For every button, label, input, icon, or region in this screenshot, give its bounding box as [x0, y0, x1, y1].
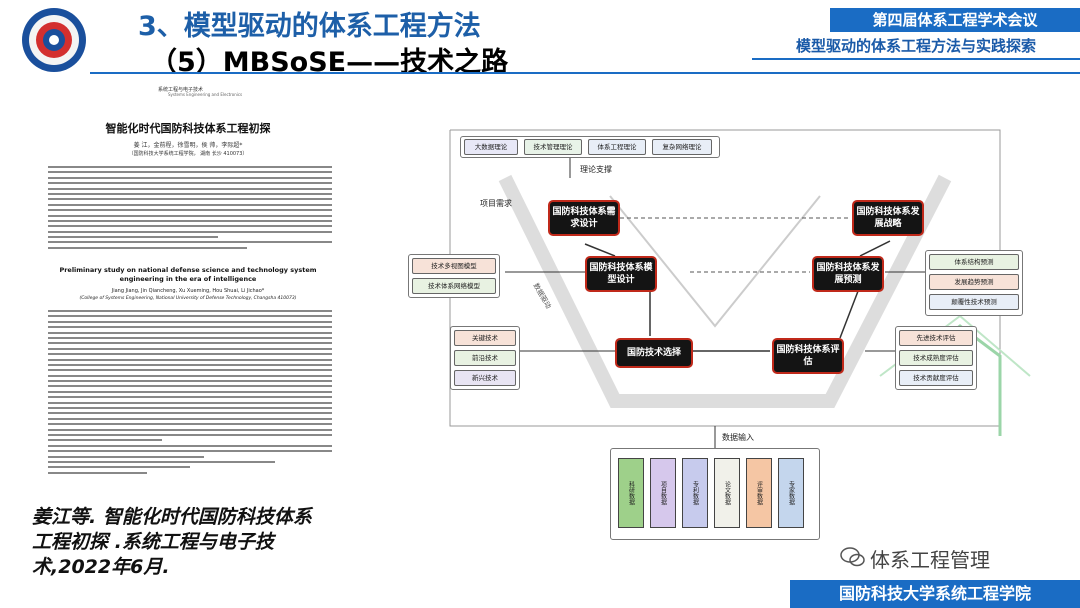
node-requirement-design: 国防科技体系需求设计 — [548, 200, 620, 236]
paper-affiliation-en: (College of Systems Engineering, Nationa… — [79, 296, 297, 301]
technology-item: 关键技术 — [454, 330, 516, 346]
citation-text: 姜江等. 智能化时代国防科技体系工程初探 .系统工程与电子技术,2022年6月. — [32, 506, 312, 578]
journal-name-en: Systems Engineering and Electronics — [168, 92, 243, 97]
paper-authors-cn: 姜 江，金前程，徐雪明，侯 帅，李际超* — [133, 142, 243, 149]
paper-authors-en: Jiang Jiang, Jin Qiancheng, Xu Xueming, … — [111, 288, 265, 294]
data-card: 专利数据 — [682, 458, 708, 528]
paper-title-cn: 智能化时代国防科技体系工程初探 — [105, 122, 271, 135]
wechat-icon — [840, 547, 865, 567]
footer-banner: 国防科技大学系统工程学院 — [790, 580, 1080, 608]
framework-diagram: 大数据理论 技术管理理论 体系工程理论 复杂网络理论 理论支撑 项目需求 国防科… — [400, 126, 1040, 590]
technology-item: 新兴技术 — [454, 370, 516, 386]
university-logo-icon — [22, 8, 86, 72]
data-card: 评审数据 — [746, 458, 772, 528]
journal-name: 系统工程与电子技术 — [158, 87, 204, 93]
header-divider — [90, 72, 1080, 74]
forecast-item: 发展趋势预测 — [929, 274, 1019, 290]
node-evaluation: 国防科技体系评估 — [772, 338, 844, 374]
evaluation-item: 技术贡献度评估 — [899, 370, 973, 386]
evaluation-item: 技术成熟度评估 — [899, 350, 973, 366]
paper-affiliation-cn: （国防科技大学系统工程学院， 湖南 长沙 410073） — [128, 151, 248, 157]
theory-support-label: 理论支撑 — [580, 165, 612, 174]
theory-box: 体系工程理论 — [588, 139, 646, 155]
technology-item: 前沿技术 — [454, 350, 516, 366]
model-item: 技术体系网络模型 — [412, 278, 496, 294]
conference-subtitle: 模型驱动的体系工程方法与实践探索 — [752, 34, 1080, 60]
data-input-label: 数据输入 — [722, 433, 754, 442]
forecast-item: 体系结构预测 — [929, 254, 1019, 270]
node-forecast: 国防科技体系发展预测 — [812, 256, 884, 292]
node-model-design: 国防科技体系模型设计 — [585, 256, 657, 292]
paper-page: 系统工程与电子技术 Systems Engineering and Electr… — [28, 80, 348, 500]
theory-box: 复杂网络理论 — [652, 139, 712, 155]
conference-badge: 第四届体系工程学术会议 — [830, 8, 1080, 32]
evaluation-item: 先进技术评估 — [899, 330, 973, 346]
theory-box: 技术管理理论 — [524, 139, 582, 155]
project-requirement-label: 项目需求 — [480, 199, 512, 208]
abstract-en-text — [48, 310, 332, 477]
theory-box: 大数据理论 — [464, 139, 518, 155]
data-card: 项目数据 — [650, 458, 676, 528]
node-strategy: 国防科技体系发展战略 — [852, 200, 924, 236]
model-item: 技术多视图模型 — [412, 258, 496, 274]
slide-title: 3、模型驱动的体系工程方法 — [138, 11, 481, 42]
forecast-item: 颠覆性技术预测 — [929, 294, 1019, 310]
data-card: 专家数据 — [778, 458, 804, 528]
abstract-cn-text — [48, 166, 332, 252]
paper-title-en: Preliminary study on national defense sc… — [59, 266, 317, 283]
data-card: 科研数据 — [618, 458, 644, 528]
node-tech-selection: 国防技术选择 — [615, 338, 693, 368]
watermark-text: 体系工程管理 — [870, 548, 990, 572]
data-card: 论文数据 — [714, 458, 740, 528]
